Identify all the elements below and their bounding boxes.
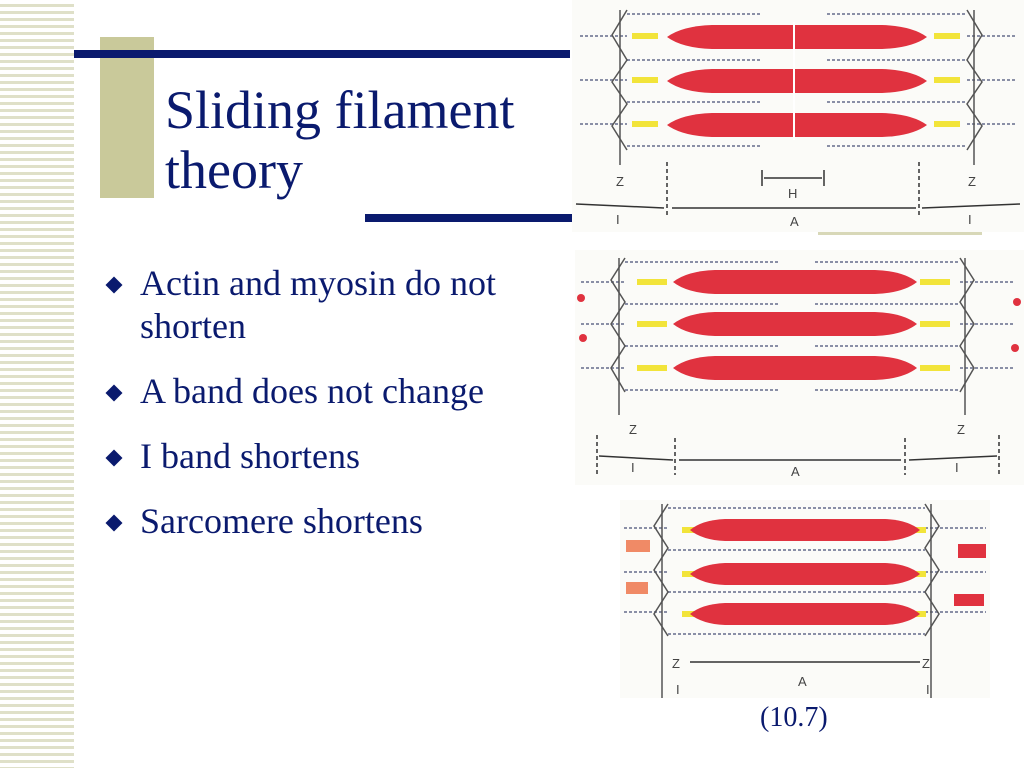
- sarcomere-diagram-contracted: Z Z A I I: [620, 500, 990, 698]
- bullet-text: A band does not change: [140, 371, 484, 411]
- diamond-bullet-icon: [105, 276, 123, 294]
- z-label-left: Z: [629, 422, 637, 437]
- h-label: H: [788, 186, 797, 201]
- actin-filaments: [580, 13, 1017, 147]
- i-label-right: I: [926, 682, 930, 697]
- z-label-right: Z: [968, 174, 976, 189]
- filament-tips: [626, 540, 986, 606]
- z-lines: [611, 9, 983, 165]
- i-label-right: I: [968, 212, 972, 227]
- diamond-bullet-icon: [105, 514, 123, 532]
- overlap-zones: [632, 33, 960, 127]
- decorative-rule: [818, 231, 982, 235]
- band-arrows: [666, 162, 920, 218]
- overlap-zones: [637, 279, 950, 371]
- i-label-left: I: [616, 212, 620, 227]
- z-label-left: Z: [672, 656, 680, 671]
- z-label-left: Z: [616, 174, 624, 189]
- band-arrow-lines: [598, 455, 998, 461]
- title-line-1: Sliding filament: [165, 80, 515, 140]
- bullet-item: Actin and myosin do not shorten: [105, 262, 546, 348]
- i-label-left: I: [631, 460, 635, 475]
- a-label: A: [798, 674, 807, 689]
- actin-filaments: [581, 261, 1015, 391]
- sarcomere-diagram-contracting: Z Z I A I: [575, 250, 1024, 485]
- striped-sidebar: [0, 0, 74, 768]
- bullet-text: Sarcomere shortens: [140, 501, 423, 541]
- figure-caption: (10.7): [760, 702, 828, 733]
- z-label-right: Z: [957, 422, 965, 437]
- myosin-filaments: [673, 270, 917, 380]
- title-rule-bottom: [365, 214, 575, 222]
- diamond-bullet-icon: [105, 384, 123, 402]
- i-label-right: I: [955, 460, 959, 475]
- title-line-2: theory: [165, 140, 303, 200]
- a-label: A: [791, 464, 800, 479]
- z-label-right: Z: [922, 656, 930, 671]
- filament-tips: [577, 294, 1021, 352]
- i-label-left: I: [676, 682, 680, 697]
- slide-title: Sliding filament theory: [165, 80, 514, 200]
- title-accent-block: [100, 37, 154, 198]
- band-arrows: [596, 435, 1000, 475]
- z-lines: [610, 257, 975, 415]
- myosin-filaments: [667, 25, 927, 137]
- myosin-filaments: [690, 519, 920, 625]
- z-lines: [653, 503, 940, 698]
- bullet-item: I band shortens: [105, 435, 546, 478]
- bullet-text: I band shortens: [140, 436, 360, 476]
- title-rule-top: [74, 50, 570, 58]
- a-label: A: [790, 214, 799, 229]
- bullet-item: A band does not change: [105, 370, 546, 413]
- h-zone-arrow: [761, 170, 825, 186]
- bullet-list: Actin and myosin do not shorten A band d…: [105, 262, 546, 565]
- actin-filaments: [624, 507, 986, 635]
- diamond-bullet-icon: [105, 449, 123, 467]
- bullet-item: Sarcomere shortens: [105, 500, 546, 543]
- sarcomere-diagram-relaxed: Z Z H I A I: [572, 0, 1024, 232]
- band-arrow-lines: [575, 203, 1021, 209]
- bullet-text: Actin and myosin do not shorten: [140, 263, 496, 346]
